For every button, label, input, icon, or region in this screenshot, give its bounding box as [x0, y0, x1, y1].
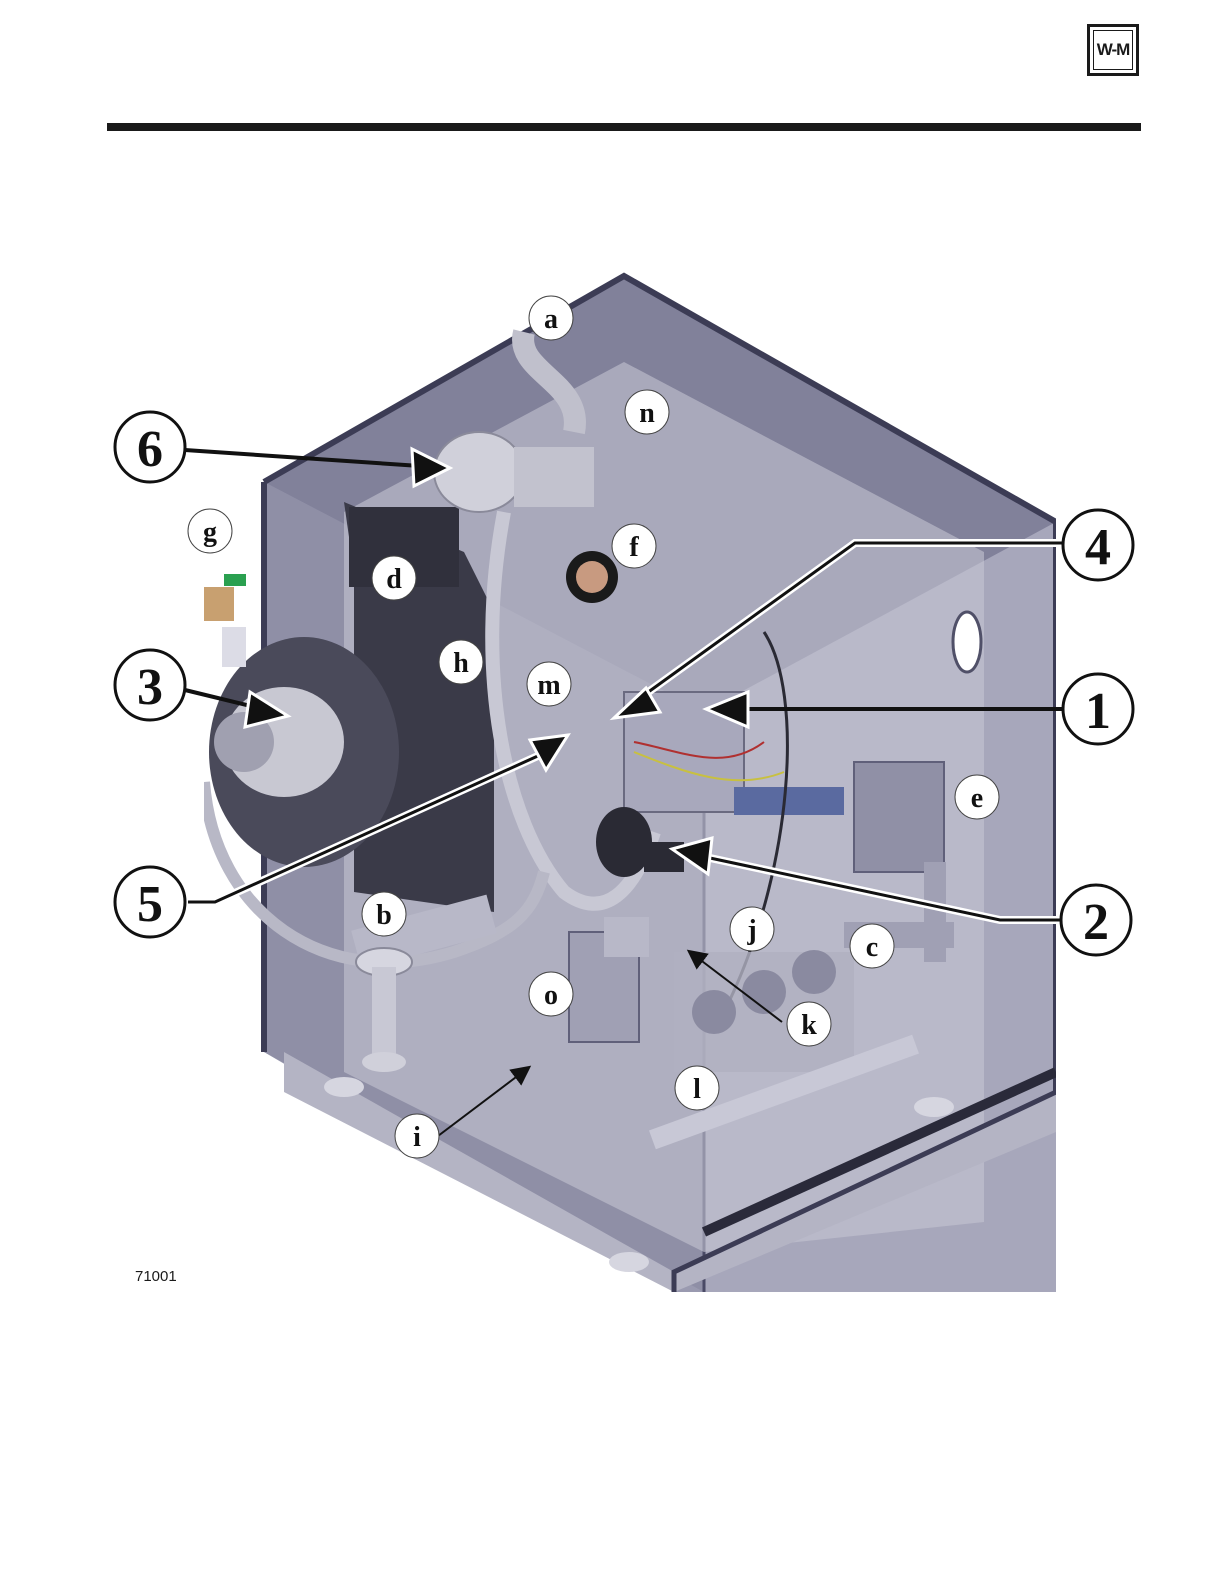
callout-n: n [625, 390, 669, 434]
svg-text:j: j [746, 915, 756, 946]
callout-d: d [372, 556, 416, 600]
callout-h: h [439, 640, 483, 684]
svg-text:5: 5 [137, 876, 163, 933]
svg-text:4: 4 [1085, 519, 1111, 576]
leader-line-k [690, 952, 782, 1022]
callout-4: 4 [1063, 510, 1133, 580]
svg-text:o: o [544, 980, 558, 1011]
figure-number: 71001 [135, 1268, 177, 1285]
svg-text:a: a [544, 304, 558, 335]
callout-6: 6 [115, 412, 185, 482]
callout-a: a [529, 296, 573, 340]
svg-text:g: g [203, 517, 217, 548]
leader-line-5 [188, 735, 568, 902]
svg-text:f: f [629, 532, 639, 563]
svg-text:n: n [639, 398, 655, 429]
callout-j: j [730, 907, 774, 951]
callout-g: g [188, 509, 232, 553]
svg-text:1: 1 [1085, 683, 1111, 740]
svg-text:b: b [376, 900, 392, 931]
callout-o: o [529, 972, 573, 1016]
svg-text:m: m [537, 670, 560, 701]
callout-f: f [612, 524, 656, 568]
callout-b: b [362, 892, 406, 936]
svg-text:3: 3 [137, 659, 163, 716]
callout-m: m [527, 662, 571, 706]
callout-1: 1 [1063, 674, 1133, 744]
callout-k: k [787, 1002, 831, 1046]
leader-line-6 [185, 449, 450, 486]
svg-text:d: d [386, 564, 402, 595]
leader-line-3 [185, 690, 288, 727]
leader-line-4 [614, 543, 1062, 718]
svg-text:k: k [801, 1010, 817, 1041]
svg-text:i: i [413, 1122, 421, 1153]
leader-line-i [438, 1068, 528, 1136]
svg-text:6: 6 [137, 421, 163, 478]
callout-2: 2 [1061, 885, 1131, 955]
leader-line-1 [706, 692, 1062, 727]
svg-text:2: 2 [1083, 894, 1109, 951]
callout-e: e [955, 775, 999, 819]
svg-text:h: h [453, 648, 469, 679]
callout-c: c [850, 924, 894, 968]
callout-i: i [395, 1114, 439, 1158]
callout-l: l [675, 1066, 719, 1110]
svg-text:c: c [866, 932, 878, 963]
svg-text:l: l [693, 1074, 701, 1105]
callout-5: 5 [115, 867, 185, 937]
leader-line-2 [672, 838, 1060, 920]
svg-text:e: e [971, 783, 983, 814]
callout-3: 3 [115, 650, 185, 720]
